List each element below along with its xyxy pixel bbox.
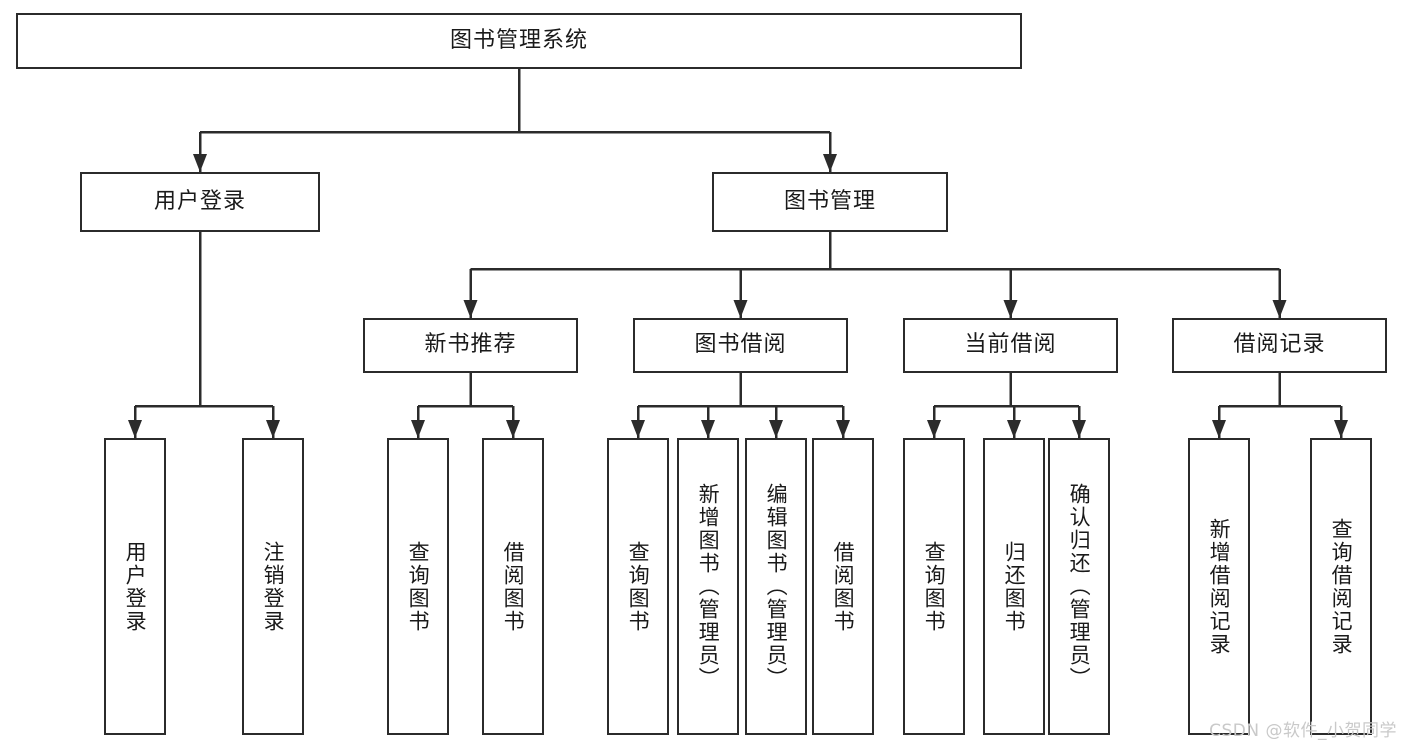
- node-leaf-user-login[interactable]: 用户登录: [104, 438, 166, 735]
- node-label: 注销登录: [261, 540, 286, 633]
- node-label: 新增图书（管理员）: [696, 483, 721, 690]
- watermark: CSDN @软件_小贺同学: [1209, 721, 1397, 741]
- node-leaf-confirm-return[interactable]: 确认归还（管理员）: [1048, 438, 1110, 735]
- node-current-borrow[interactable]: 当前借阅: [903, 318, 1118, 373]
- node-root[interactable]: 图书管理系统: [16, 13, 1022, 69]
- node-new-book-rec[interactable]: 新书推荐: [363, 318, 578, 373]
- node-leaf-edit-book[interactable]: 编辑图书（管理员）: [745, 438, 807, 735]
- node-leaf-return-book[interactable]: 归还图书: [983, 438, 1045, 735]
- node-leaf-query-book-2[interactable]: 查询图书: [607, 438, 669, 735]
- node-label: 查询图书: [406, 540, 431, 633]
- node-label: 编辑图书（管理员）: [764, 483, 789, 690]
- node-label: 借阅记录: [1233, 332, 1326, 358]
- node-label: 图书管理系统: [449, 27, 588, 53]
- node-label: 新书推荐: [424, 332, 517, 358]
- node-leaf-query-record[interactable]: 查询借阅记录: [1310, 438, 1372, 735]
- node-borrow-record[interactable]: 借阅记录: [1172, 318, 1387, 373]
- node-label: 用户登录: [153, 188, 246, 214]
- node-leaf-borrow-book-1[interactable]: 借阅图书: [482, 438, 544, 735]
- node-leaf-add-book[interactable]: 新增图书（管理员）: [677, 438, 739, 735]
- node-label: 当前借阅: [964, 332, 1057, 358]
- node-leaf-query-book-1[interactable]: 查询图书: [387, 438, 449, 735]
- node-book-borrow[interactable]: 图书借阅: [633, 318, 848, 373]
- node-leaf-logout[interactable]: 注销登录: [242, 438, 304, 735]
- node-label: 查询借阅记录: [1329, 517, 1354, 656]
- node-label: 借阅图书: [501, 540, 526, 633]
- node-label: 图书借阅: [694, 332, 787, 358]
- node-label: 确认归还（管理员）: [1067, 483, 1092, 690]
- node-label: 查询图书: [922, 540, 947, 633]
- node-leaf-add-record[interactable]: 新增借阅记录: [1188, 438, 1250, 735]
- node-label: 查询图书: [626, 540, 651, 633]
- node-user-login[interactable]: 用户登录: [80, 172, 320, 232]
- node-label: 归还图书: [1002, 540, 1027, 633]
- node-label: 新增借阅记录: [1207, 517, 1232, 656]
- node-book-manage[interactable]: 图书管理: [712, 172, 948, 232]
- node-leaf-query-book-3[interactable]: 查询图书: [903, 438, 965, 735]
- node-label: 用户登录: [123, 540, 148, 633]
- node-label: 图书管理: [783, 188, 876, 214]
- node-label: 借阅图书: [831, 540, 856, 633]
- node-leaf-borrow-book-2[interactable]: 借阅图书: [812, 438, 874, 735]
